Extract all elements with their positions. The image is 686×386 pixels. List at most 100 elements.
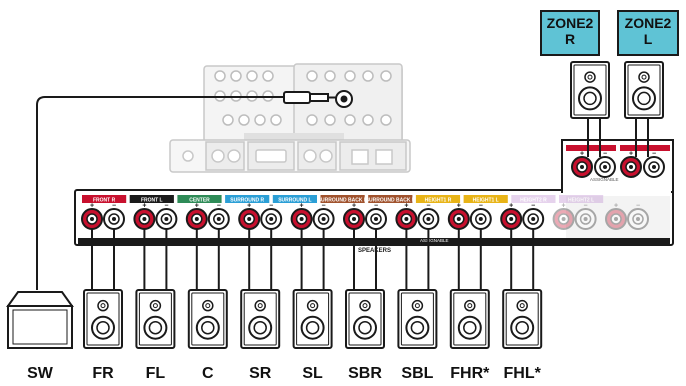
channel-tab-10: HEIGHT2 L (559, 195, 604, 203)
svg-text:−: − (374, 203, 378, 210)
speaker-sbr-icon (345, 289, 385, 349)
zone2-l-channel: L (643, 31, 653, 47)
speaker-label: SL (302, 365, 323, 382)
svg-text:+: + (614, 203, 618, 210)
terminal-positive-10: + (605, 203, 627, 230)
terminal-positive-1: + (133, 203, 156, 230)
speaker-fl-icon (135, 289, 176, 349)
zone2-r-channel: R (564, 31, 576, 47)
channel-tab-5: SURROUND BACK R (318, 195, 368, 203)
zone2-r-box: ZONE2 R (540, 10, 600, 56)
speaker-label: SBR (348, 365, 382, 382)
speaker-label: FHL* (503, 365, 541, 382)
speaker-fr-icon (83, 289, 123, 349)
channel-tab-6: SURROUND BACK L (366, 195, 415, 203)
channel-tab-label: HEIGHT2 R (520, 197, 547, 203)
terminal-negative-7: − (469, 203, 492, 230)
zone2-terminal-2: + (620, 151, 642, 178)
channel-tab-4: SURROUND L (272, 195, 317, 203)
speaker-label: C (202, 365, 214, 382)
speaker-label: FR (92, 365, 114, 382)
svg-text:−: − (479, 203, 483, 210)
channel-tab-9: HEIGHT2 R (511, 195, 556, 203)
terminal-negative-6: − (417, 203, 440, 230)
svg-text:+: + (404, 203, 408, 210)
svg-text:+: + (457, 203, 461, 210)
terminal-positive-4: + (290, 203, 313, 230)
speaker-sr-icon (240, 289, 281, 349)
svg-text:+: + (300, 203, 304, 210)
terminal-positive-2: + (185, 203, 208, 230)
zone2-r-speaker-icon (570, 61, 610, 119)
channel-tab-label: HEIGHT1 R (425, 197, 452, 203)
svg-text:+: + (247, 203, 251, 210)
speaker-terminal-panel: FRONT R FRONT L CENTER SURROUND R SURROUND L… (74, 139, 674, 254)
channel-tab-7: HEIGHT1 R (415, 195, 461, 203)
channel-tab-label: HEIGHT2 L (568, 197, 594, 203)
channel-tab-label: SURROUND BACK R (318, 197, 368, 203)
speaker-label: SR (249, 365, 272, 382)
speaker-row (6, 289, 543, 349)
svg-text:−: − (531, 203, 535, 210)
svg-text:−: − (652, 151, 656, 158)
channel-tab-3: SURROUND R (225, 195, 270, 203)
channel-tab-label: FRONT L (141, 197, 163, 203)
zone2-tab-bar (566, 145, 670, 151)
speaker-sbl-icon (397, 289, 438, 349)
channel-tab-1: FRONT L (129, 195, 174, 203)
terminal-negative-1: − (155, 203, 178, 230)
svg-text:−: − (584, 203, 588, 210)
speaker-label: FL (145, 365, 166, 382)
svg-text:−: − (322, 203, 326, 210)
svg-text:−: − (603, 151, 607, 158)
channel-tab-2: CENTER (177, 195, 222, 203)
channel-tab-label: SURROUND R (230, 197, 264, 203)
svg-text:−: − (164, 203, 168, 210)
subwoofer-pre-out-jack (335, 90, 353, 108)
svg-text:+: + (509, 203, 513, 210)
terminal-positive-3: + (238, 203, 261, 230)
subwoofer-icon (6, 291, 74, 349)
svg-text:+: + (580, 151, 584, 158)
speaker-wires (91, 118, 649, 290)
terminal-negative-8: − (522, 203, 545, 230)
speaker-terminals: +−+−+−+−+−+−+−+−+−+−+− (81, 203, 649, 230)
channel-tab-label: SURROUND BACK L (366, 197, 415, 203)
svg-text:+: + (142, 203, 146, 210)
zone2-r-title: ZONE2 (546, 15, 594, 31)
svg-text:−: − (217, 203, 221, 210)
speaker-c-icon (187, 289, 228, 349)
zone2-speakers (570, 61, 664, 119)
terminal-negative-2: − (207, 203, 230, 230)
speaker-label: FHR* (450, 365, 490, 382)
zone2-terminals: + − + − (566, 145, 670, 178)
speaker-sl-icon (292, 289, 333, 349)
terminal-positive-9: + (552, 203, 575, 230)
channel-tab-label: FRONT R (93, 197, 116, 203)
zone2-terminal-3: − (643, 151, 665, 178)
rca-plug-icon (283, 91, 336, 104)
zone2-terminal-0: + (571, 151, 593, 178)
channel-tab-8: HEIGHT1 L (463, 195, 508, 203)
terminal-negative-0: − (103, 203, 125, 230)
terminal-positive-7: + (447, 203, 470, 230)
svg-text:+: + (629, 151, 633, 158)
zone2-l-speaker-icon (624, 61, 664, 119)
channel-tab-label: HEIGHT1 L (473, 197, 499, 203)
svg-text:−: − (112, 203, 116, 210)
terminal-negative-9: − (574, 203, 597, 230)
svg-text:−: − (636, 203, 640, 210)
svg-text:−: − (269, 203, 273, 210)
svg-text:−: − (426, 203, 430, 210)
terminal-negative-10: − (627, 203, 649, 230)
svg-text:+: + (90, 203, 94, 210)
zone-assignable-label: ASSIGNABLE (590, 177, 619, 182)
channel-tab-label: CENTER (189, 197, 210, 203)
zone2-terminal-1: − (594, 151, 616, 178)
speakers-panel-label: SPEAKERS (358, 248, 391, 254)
terminal-positive-8: + (500, 203, 523, 230)
svg-text:+: + (195, 203, 199, 210)
speaker-label: SBL (401, 365, 434, 382)
channel-tab-0: FRONT R (82, 195, 127, 203)
